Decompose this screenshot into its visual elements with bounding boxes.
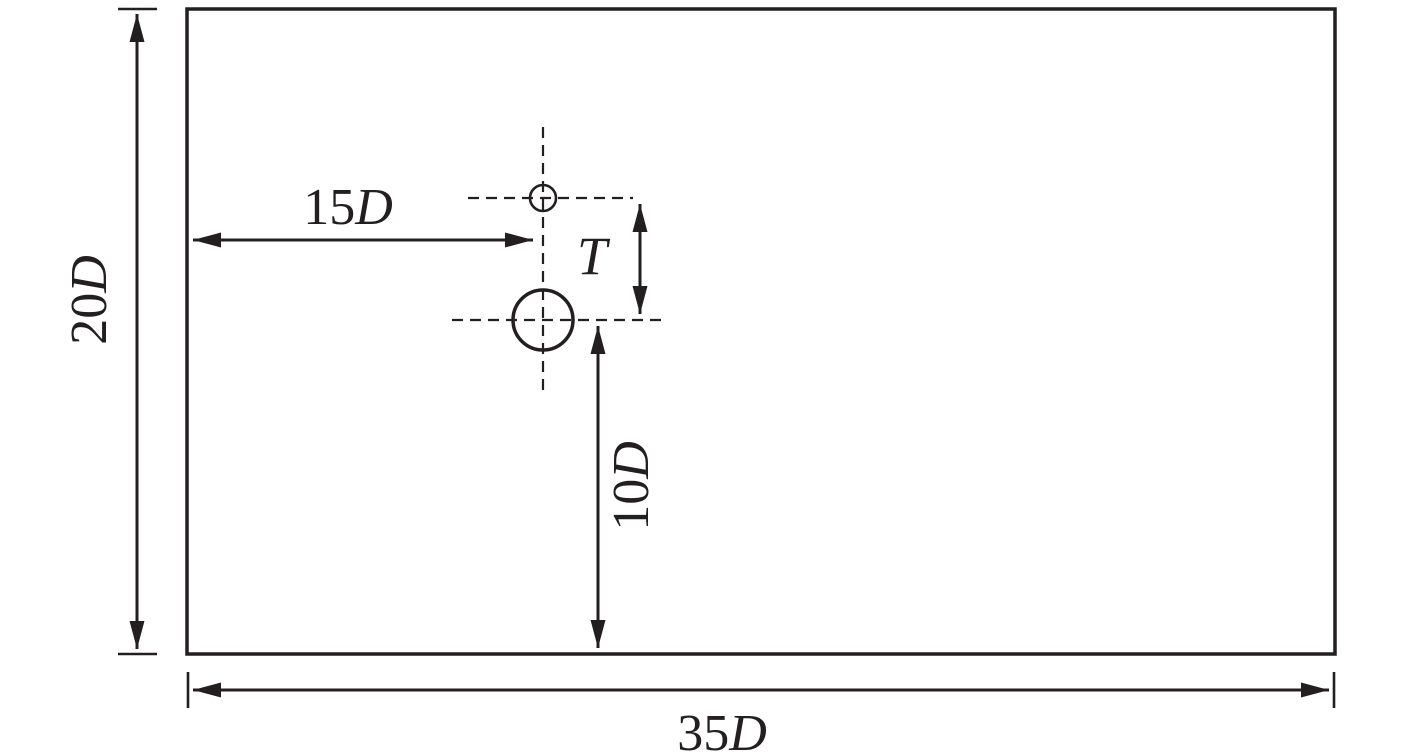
control-rod-circle	[528, 183, 558, 213]
main-cylinder-circle	[511, 288, 575, 352]
dim-width-label: 35D	[677, 705, 767, 756]
dim-height-label: 20D	[61, 255, 118, 345]
dim-gap-label: T	[577, 226, 611, 286]
dim-inlet-label: 15D	[303, 179, 393, 236]
dim-bottom-label: 10D	[603, 441, 660, 531]
domain-boundary	[185, 7, 1337, 656]
